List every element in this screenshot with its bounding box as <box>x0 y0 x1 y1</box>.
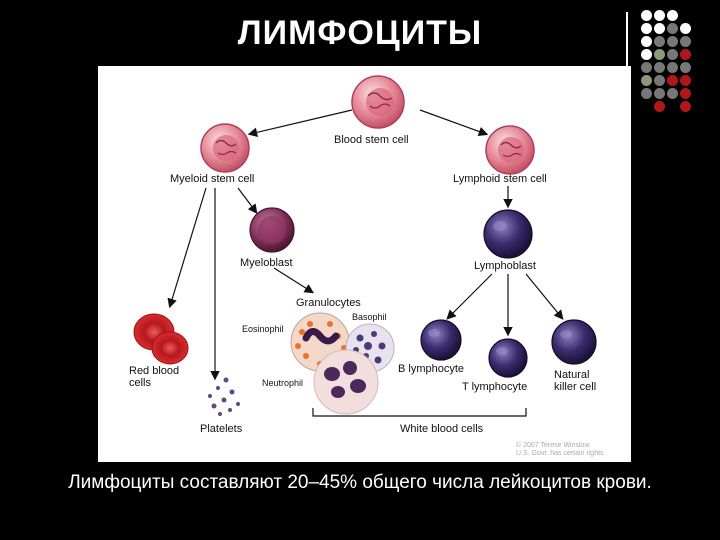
decor-dot <box>641 36 652 47</box>
decor-dot <box>654 36 665 47</box>
label-t-lymphocyte: T lymphocyte <box>462 381 527 393</box>
decor-dot <box>641 88 652 99</box>
decor-dot <box>667 36 678 47</box>
diagram-arrows <box>167 109 564 417</box>
decor-dot <box>654 23 665 34</box>
label-lymphoid-stem-cell: Lymphoid stem cell <box>453 173 547 185</box>
decorative-divider <box>626 12 628 70</box>
decor-dot <box>641 75 652 86</box>
neutrophil-cell <box>313 349 379 415</box>
natural-killer-cell <box>551 319 597 365</box>
myeloblast-cell <box>249 207 295 253</box>
label-lymphoblast: Lymphoblast <box>474 260 536 272</box>
copyright-line2: U.S. Govt. has certain rights <box>516 450 604 457</box>
label-myeloid-stem-cell: Myeloid stem cell <box>170 173 254 185</box>
decor-dot <box>641 10 652 21</box>
label-b-lymphocyte: B lymphocyte <box>398 363 464 375</box>
decor-dot <box>680 75 691 86</box>
label-basophil: Basophil <box>352 312 387 322</box>
label-natural-killer-line1: Natural <box>554 369 589 381</box>
myeloid-stem-cell <box>200 123 250 173</box>
decor-dot <box>641 23 652 34</box>
label-eosinophil: Eosinophil <box>242 324 284 334</box>
platelets <box>208 377 240 416</box>
label-red-blood-cells-line1: Red blood <box>129 365 179 377</box>
label-blood-stem-cell: Blood stem cell <box>334 134 409 146</box>
label-white-blood-cells: White blood cells <box>400 423 484 435</box>
lymphoid-stem-cell <box>485 125 535 175</box>
decor-dot <box>667 23 678 34</box>
slide-caption: Лимфоциты составляют 20–45% общего числа… <box>68 472 652 493</box>
label-granulocytes: Granulocytes <box>296 297 361 309</box>
decor-dot <box>641 49 652 60</box>
decor-dot <box>680 49 691 60</box>
eosinophil-cell <box>290 312 350 372</box>
decor-dot <box>641 62 652 73</box>
decor-dot <box>680 36 691 47</box>
decor-dot <box>654 88 665 99</box>
decor-dot <box>667 10 678 21</box>
decor-dot <box>680 62 691 73</box>
hematopoiesis-diagram: Blood stem cell Myeloid stem cell Lympho… <box>98 66 631 462</box>
decor-dot <box>667 62 678 73</box>
label-red-blood-cells-line2: cells <box>129 377 152 389</box>
decor-dot <box>667 75 678 86</box>
lymphoblast-cell <box>483 209 533 259</box>
copyright-line1: © 2007 Terese Winslow <box>516 441 590 449</box>
label-platelets: Platelets <box>200 423 243 435</box>
decor-dot <box>654 75 665 86</box>
decor-dot <box>680 23 691 34</box>
red-blood-cells <box>133 313 189 365</box>
label-natural-killer-line2: killer cell <box>554 381 596 393</box>
decor-dot <box>667 49 678 60</box>
decor-dot <box>680 101 691 112</box>
blood-stem-cell <box>351 75 405 129</box>
decor-dot <box>654 49 665 60</box>
diagram-canvas: Blood stem cell Myeloid stem cell Lympho… <box>129 75 604 457</box>
decor-dot <box>654 62 665 73</box>
slide-title: ЛИМФОЦИТЫ <box>237 14 483 52</box>
decor-dot <box>680 88 691 99</box>
decor-dot <box>667 88 678 99</box>
decor-dot <box>654 101 665 112</box>
t-lymphocyte-cell <box>488 338 528 378</box>
label-neutrophil: Neutrophil <box>262 378 303 388</box>
b-lymphocyte-cell <box>420 319 462 361</box>
label-myeloblast: Myeloblast <box>240 257 293 269</box>
decor-dot <box>654 10 665 21</box>
